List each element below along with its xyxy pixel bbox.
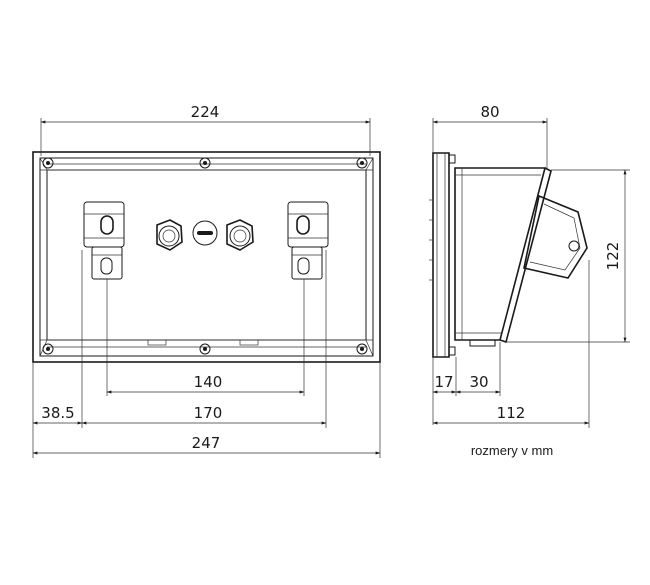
- dimension-label: 17: [434, 373, 453, 391]
- dimension-label: 224: [191, 103, 220, 121]
- screw-icon: [356, 157, 368, 169]
- dimension-17: 17: [432, 357, 457, 425]
- dimension-label: 112: [497, 404, 526, 422]
- front-housing-inner: [39, 157, 374, 357]
- dimension-122: 122: [506, 169, 630, 343]
- vent-plug-icon: [192, 220, 218, 246]
- front-view: [32, 151, 381, 363]
- dimension-label: 122: [604, 242, 622, 271]
- dimension-label: 247: [192, 434, 221, 452]
- dimension-30: 30: [455, 342, 501, 396]
- dimension-80: 80: [432, 103, 548, 168]
- dimension-38-5: 38.5: [32, 362, 83, 458]
- side-view: [429, 152, 588, 358]
- front-housing-outer: [32, 151, 381, 363]
- units-note: rozmery v mm: [471, 443, 553, 458]
- cable-gland-icon: [156, 219, 183, 251]
- dimension-label: 140: [194, 373, 223, 391]
- side-bracket: [523, 194, 588, 279]
- screw-icon: [199, 157, 211, 169]
- dimension-112: 112: [432, 260, 590, 428]
- screw-icon: [42, 343, 54, 355]
- dimension-label: 38.5: [41, 404, 74, 422]
- dimension-247: 247: [32, 362, 381, 458]
- screw-icon: [199, 343, 211, 355]
- screw-icon: [356, 343, 368, 355]
- dimension-140: 140: [106, 279, 305, 396]
- dimension-224: 224: [40, 103, 371, 156]
- screw-icon: [42, 157, 54, 169]
- dimension-label: 30: [469, 373, 488, 391]
- dimension-170: 170: [81, 250, 327, 428]
- dimension-label: 170: [194, 404, 223, 422]
- right-mounting-bracket: [287, 201, 329, 280]
- left-mounting-bracket: [83, 201, 125, 280]
- cable-gland-icon: [226, 219, 254, 251]
- dimension-label: 80: [480, 103, 499, 121]
